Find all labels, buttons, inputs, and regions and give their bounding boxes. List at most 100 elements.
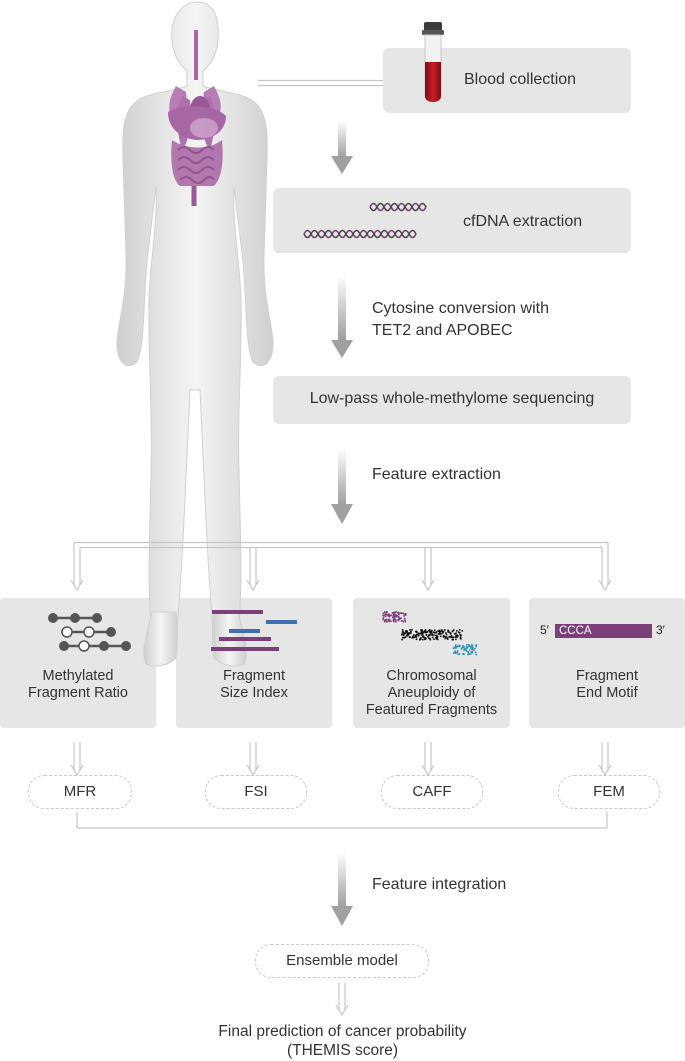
caff-point: [471, 648, 474, 650]
caff-point: [465, 649, 467, 651]
caff-point: [468, 644, 470, 646]
blood-collection-box: [383, 48, 631, 113]
feature-to-abbr-arrows: [70, 742, 612, 777]
caff-point: [394, 615, 397, 617]
caff-point: [455, 632, 457, 634]
caff-point: [438, 633, 441, 635]
abbr-pill-mfr: MFR: [28, 775, 132, 809]
caff-point: [420, 638, 422, 640]
caff-point: [435, 638, 438, 640]
caff-point: [459, 645, 461, 648]
caff-point: [470, 647, 472, 650]
caff-point: [395, 620, 397, 622]
caff-point: [400, 620, 403, 622]
caff-point: [452, 652, 455, 654]
fem-3prime-label: 3′: [656, 623, 665, 637]
feature-label-mfr: Methylated Fragment Ratio: [0, 668, 156, 702]
caff-point: [468, 645, 471, 647]
final-prediction-label: Final prediction of cancer probability (…: [0, 1022, 685, 1060]
caff-point: [442, 630, 445, 633]
caff-point: [454, 650, 456, 652]
caff-point: [419, 639, 421, 641]
feature-integration-label: Feature integration: [372, 876, 507, 893]
caff-point: [445, 633, 448, 636]
caff-point: [446, 636, 449, 639]
caff-point: [404, 614, 407, 616]
caff-point: [440, 632, 443, 635]
caff-point: [472, 646, 474, 649]
caff-point: [455, 647, 457, 649]
caff-point: [439, 630, 442, 633]
caff-point: [402, 634, 405, 637]
caff-point: [424, 630, 426, 633]
caff-point: [393, 613, 395, 615]
caff-point: [414, 634, 417, 637]
caff-point: [429, 629, 431, 631]
caff-point: [429, 638, 432, 641]
caff-point: [434, 634, 437, 637]
caff-point: [456, 636, 458, 638]
feature-label-fem: Fragment End Motif: [529, 668, 685, 702]
caff-point: [441, 630, 443, 633]
feature-mfr-line2: Fragment Ratio: [28, 685, 128, 701]
caff-point: [435, 634, 438, 637]
methylation-beads-icon: [48, 613, 131, 652]
caff-point: [417, 633, 420, 636]
conversion-label: Cytosine conversion with TET2 and APOBEC: [372, 298, 549, 342]
caff-point: [468, 649, 471, 651]
caff-point: [392, 611, 395, 614]
caff-point: [439, 631, 441, 634]
ensemble-model-pill: Ensemble model: [255, 944, 429, 978]
caff-point: [406, 634, 409, 637]
caff-point: [397, 616, 400, 618]
caff-point: [422, 631, 424, 633]
cfdna-extraction-label: cfDNA extraction: [463, 213, 583, 230]
caff-point: [402, 636, 404, 639]
caff-point: [384, 611, 386, 614]
caff-point: [447, 631, 449, 633]
caff-point: [431, 636, 434, 639]
caff-point: [454, 647, 456, 649]
caff-point: [404, 632, 406, 635]
caff-point: [393, 618, 396, 620]
caff-point: [456, 651, 458, 654]
caff-point: [393, 620, 395, 623]
caff-point: [403, 617, 406, 620]
caff-point: [420, 632, 422, 634]
caff-point: [401, 612, 403, 614]
caff-point: [430, 632, 433, 634]
caff-point: [451, 630, 454, 633]
caff-point: [463, 646, 465, 649]
caff-point: [462, 653, 464, 655]
caff-point: [399, 617, 401, 619]
end-motif-icon: [555, 624, 652, 638]
caff-point: [412, 636, 415, 639]
integration-bracket: [76, 812, 608, 829]
caff-point: [431, 633, 434, 635]
caff-point: [425, 634, 428, 636]
caff-point: [439, 635, 442, 638]
feature-branch-connector: [70, 541, 612, 592]
caff-point: [454, 635, 457, 638]
caff-point: [447, 629, 450, 632]
caff-point: [459, 634, 462, 636]
caff-point: [458, 653, 461, 655]
caff-point: [429, 633, 432, 635]
caff-point: [382, 617, 385, 619]
caff-point: [382, 614, 384, 617]
copy-number-scatter-icon: [382, 611, 478, 656]
caff-point: [445, 636, 447, 638]
caff-point: [397, 619, 399, 621]
caff-point: [395, 614, 397, 616]
caff-point: [413, 634, 415, 636]
sequencing-box: [273, 376, 631, 424]
caff-point: [457, 653, 460, 655]
caff-point: [384, 620, 386, 623]
feature-label-fsi: Fragment Size Index: [176, 668, 332, 702]
caff-point: [440, 629, 443, 631]
caff-point: [390, 620, 392, 622]
caff-point: [424, 638, 426, 640]
caff-point: [436, 638, 439, 641]
conversion-label-line2: TET2 and APOBEC: [372, 322, 513, 339]
